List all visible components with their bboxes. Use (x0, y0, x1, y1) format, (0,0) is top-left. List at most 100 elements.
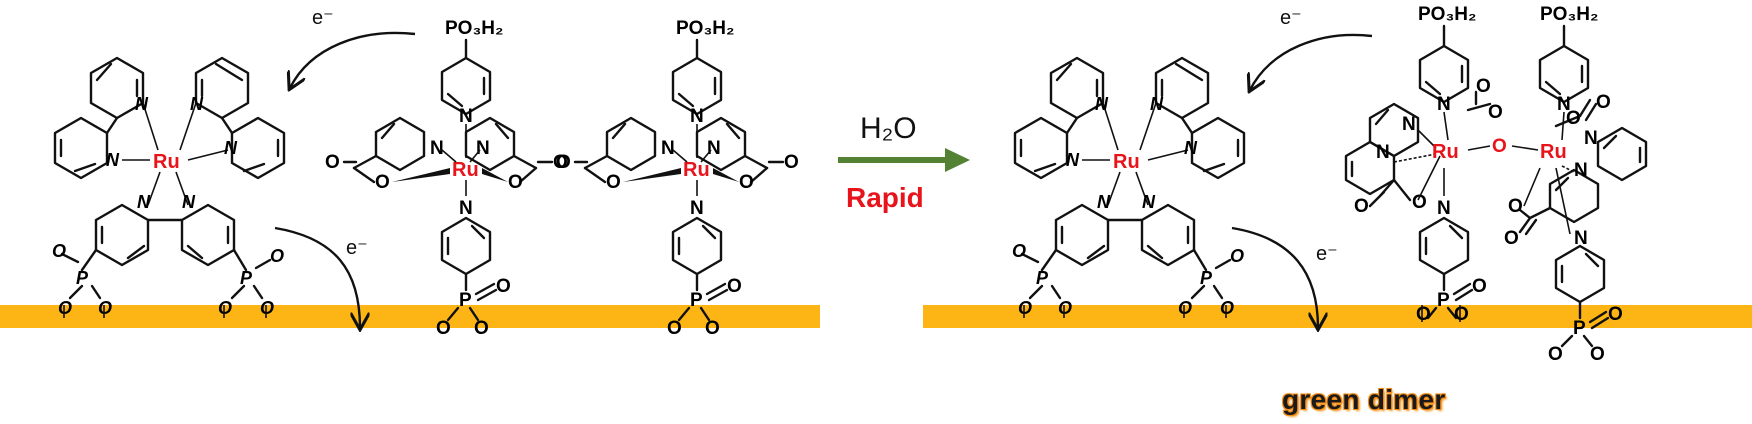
nitrogen-atom-label: N (430, 138, 444, 159)
product-name-label: green dimer (1282, 384, 1446, 415)
oxygen-atom-label: O (1416, 304, 1431, 325)
nitrogen-atom-label: N (137, 192, 151, 212)
ru-bipyridine-complex-right: Ru N N N N N N P O O O P O O O (1012, 56, 1246, 318)
oxygen-atom-label: O (1018, 298, 1032, 318)
electron-arrow-bottom-left (274, 226, 360, 328)
nitrogen-atom-label: N (1402, 114, 1416, 135)
oxygen-atom-label: O (1230, 246, 1244, 266)
oxygen-atom-label: O (1178, 298, 1192, 318)
oxygen-atom-label: O (1454, 304, 1469, 325)
oxygen-atom-label: O (1548, 344, 1563, 365)
oxygen-atom-label: O (1220, 298, 1234, 318)
ru-bda-complex-left-b: PO₃H₂ N N N O O O O Ru N P (556, 18, 799, 339)
phosphorus-atom-label: P (240, 268, 253, 288)
phosphorus-atom-label: P (1437, 290, 1450, 311)
nitrogen-atom-label: N (690, 198, 704, 219)
nitrogen-atom-label: N (106, 150, 120, 170)
oxygen-atom-label: O (1058, 298, 1072, 318)
ru-bda-complex-left-a: PO₃H₂ N N N O O O O Ru N P (325, 18, 568, 339)
nitrogen-atom-label: N (459, 198, 473, 219)
oxygen-atom-label: O (1354, 196, 1369, 217)
nitrogen-atom-label: N (182, 192, 196, 212)
phosphorus-atom-label: P (690, 290, 703, 311)
ruthenium-atom-label: Ru (683, 159, 710, 181)
oxygen-atom-label: O (739, 172, 754, 193)
ruthenium-atom-label: Ru (452, 159, 479, 181)
oxygen-atom-label: O (1596, 92, 1611, 113)
ruthenium-atom-label: Ru (1540, 141, 1567, 163)
oxygen-atom-label: O (705, 318, 720, 339)
oxygen-atom-label: O (1492, 136, 1507, 157)
oxygen-atom-label: O (1488, 102, 1503, 123)
phosphonic-acid-label: PO₃H₂ (445, 18, 503, 39)
oxygen-atom-label: O (1508, 196, 1523, 217)
nitrogen-atom-label: N (476, 138, 490, 159)
ruthenium-atom-label: Ru (1113, 151, 1140, 173)
nitrogen-atom-label: N (1066, 150, 1080, 170)
nitrogen-atom-label: N (1184, 138, 1198, 158)
nitrogen-atom-label: N (1097, 192, 1111, 212)
oxygen-atom-label: O (553, 152, 568, 173)
oxygen-atom-label: O (260, 298, 274, 318)
ru-bipyridine-complex-left: Ru N N N N N N P O O O P O O O (52, 56, 286, 318)
oxygen-atom-label: O (606, 172, 621, 193)
oxygen-atom-label: O (1590, 344, 1605, 365)
ruthenium-atom-label: Ru (1432, 141, 1459, 163)
electron-label-bottom-left: e⁻ (346, 237, 368, 259)
nitrogen-atom-label: N (1574, 160, 1588, 181)
phosphorus-atom-label: P (1036, 268, 1049, 288)
electrode-surface-right (923, 305, 1752, 328)
oxygen-atom-label: O (474, 318, 489, 339)
phosphonic-acid-label: PO₃H₂ (676, 18, 734, 39)
electron-arrow-top-right (1250, 33, 1373, 90)
nitrogen-atom-label: N (690, 106, 704, 127)
phosphorus-atom-label: P (1573, 318, 1586, 339)
oxygen-atom-label: O (1504, 228, 1519, 249)
nitrogen-atom-label: N (1095, 94, 1109, 114)
oxygen-atom-label: O (375, 172, 390, 193)
nitrogen-atom-label: N (1376, 142, 1390, 163)
nitrogen-atom-label: N (1142, 192, 1156, 212)
nitrogen-atom-label: N (224, 138, 238, 158)
oxygen-atom-label: O (1566, 108, 1581, 129)
oxygen-atom-label: O (1476, 76, 1491, 97)
oxygen-atom-label: O (270, 246, 284, 266)
oxygen-atom-label: O (496, 276, 511, 297)
nitrogen-atom-label: N (135, 94, 149, 114)
nitrogen-atom-label: N (1557, 94, 1571, 115)
phosphorus-atom-label: P (76, 268, 89, 288)
electron-arrow-top-left (290, 31, 416, 88)
nitrogen-atom-label: N (459, 106, 473, 127)
electron-label-top-right: e⁻ (1280, 7, 1302, 29)
phosphorus-atom-label: P (1200, 268, 1213, 288)
nitrogen-atom-label: N (1574, 228, 1588, 249)
oxygen-atom-label: O (1012, 241, 1026, 261)
phosphonic-acid-label: PO₃H₂ (1418, 4, 1476, 25)
nitrogen-atom-label: N (707, 138, 721, 159)
ru-oxo-dimer: PO₃H₂ PO₃H₂ N N N N O O O O Ru (1344, 4, 1648, 365)
electrode-surface-left (0, 305, 820, 328)
nitrogen-atom-label: N (1584, 128, 1598, 149)
nitrogen-atom-label: N (661, 138, 675, 159)
nitrogen-atom-label: N (1437, 198, 1451, 219)
oxygen-atom-label: O (1412, 192, 1427, 213)
phosphonic-acid-label: PO₃H₂ (1540, 4, 1598, 25)
oxygen-atom-label: O (1472, 276, 1487, 297)
oxygen-atom-label: O (98, 298, 112, 318)
electron-arrow-bottom-right (1231, 226, 1318, 328)
oxygen-atom-label: O (667, 318, 682, 339)
electron-label-bottom-right: e⁻ (1316, 243, 1338, 265)
oxygen-atom-label: O (508, 172, 523, 193)
condition-label: Rapid (846, 182, 924, 213)
nitrogen-atom-label: N (1437, 94, 1451, 115)
oxygen-atom-label: O (1608, 304, 1623, 325)
electron-label-top-left: e⁻ (312, 7, 334, 29)
oxygen-atom-label: O (727, 276, 742, 297)
oxygen-atom-label: O (784, 152, 799, 173)
oxygen-atom-label: O (58, 298, 72, 318)
oxygen-atom-label: O (556, 152, 571, 173)
reaction-arrow (838, 148, 970, 172)
nitrogen-atom-label: N (190, 94, 204, 114)
oxygen-atom-label: O (52, 241, 66, 261)
